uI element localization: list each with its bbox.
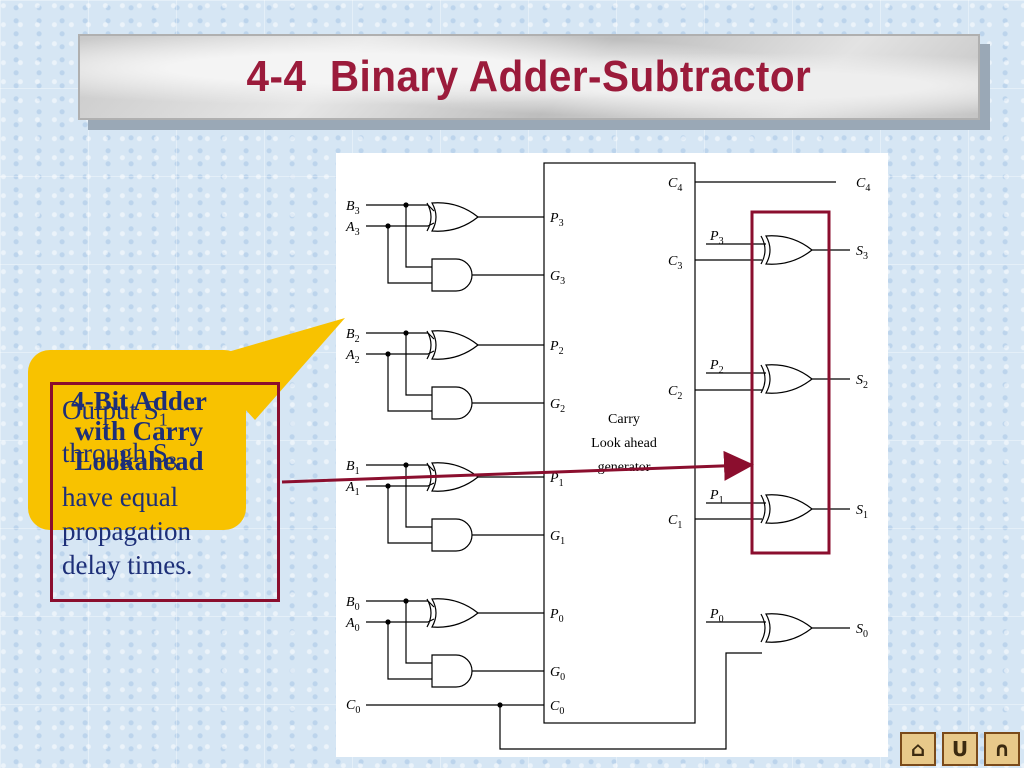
stage-a-branch xyxy=(387,354,432,412)
note-line-4: propagation xyxy=(62,515,191,546)
sum-p-label: P2 xyxy=(709,358,724,376)
c0-port-label: C0 xyxy=(550,699,564,717)
stage-a-branch xyxy=(387,622,432,680)
stage-b-branch xyxy=(405,465,432,528)
title-banner: 4-4 Binary Adder-Subtractor xyxy=(78,34,980,120)
g-port-label: G3 xyxy=(550,269,565,287)
note-line-2: through S xyxy=(62,438,168,469)
stage-a-label: A2 xyxy=(345,348,360,366)
note-line-1: Output S xyxy=(62,395,159,425)
sum-output-label: S1 xyxy=(856,503,868,521)
u-turn-back-icon: U xyxy=(951,737,969,761)
carry-output-label: C1 xyxy=(668,513,682,531)
callout-text: 4-Bit Adder with Carry Lookahead xyxy=(71,386,207,476)
carry-lookahead-block xyxy=(543,162,696,724)
callout-bubble xyxy=(28,350,246,530)
g-port-label: G1 xyxy=(550,529,565,547)
stage-a-label: A1 xyxy=(345,480,360,498)
sum-xor-gate xyxy=(765,364,813,394)
p-port-label: P2 xyxy=(549,339,564,357)
sum-p-label: P0 xyxy=(709,607,724,625)
nav-forward-button[interactable]: ∩ xyxy=(984,732,1020,766)
stage-a-label: A3 xyxy=(345,220,360,238)
stage-a-branch xyxy=(387,226,432,284)
stage-a-branch xyxy=(387,486,432,544)
xor-gate-input-arc xyxy=(426,202,432,232)
stage-b-junction xyxy=(403,330,409,336)
and-gate xyxy=(431,386,473,420)
stage-b-label: B1 xyxy=(346,459,360,477)
and-gate xyxy=(431,258,473,292)
sum-p-label: P3 xyxy=(709,229,724,247)
stage-b-branch xyxy=(405,333,432,396)
xor-gate-input-arc xyxy=(426,598,432,628)
sum-p-label: P1 xyxy=(709,488,724,506)
block-label-line: generator xyxy=(598,460,651,475)
g-port-label: G0 xyxy=(550,665,565,683)
stage-b-label: B3 xyxy=(346,199,360,217)
g-port-label: G2 xyxy=(550,397,565,415)
c0-input-label: C0 xyxy=(346,698,360,716)
nav-home-button[interactable]: ⌂ xyxy=(900,732,936,766)
sum-xor-gate xyxy=(765,494,813,524)
carry-output-label: C4 xyxy=(668,176,682,194)
note-line-5: delay times. xyxy=(62,549,193,580)
c0-to-sum-wire xyxy=(499,652,762,750)
carry-output-label: C3 xyxy=(668,254,682,272)
note-text: Output S1 through S3 have equal propagat… xyxy=(62,393,272,582)
xor-gate xyxy=(431,598,479,628)
sum-xor-gate-input-arc xyxy=(760,364,766,394)
slide-title: 4-4 Binary Adder-Subtractor xyxy=(246,52,812,101)
note-line-3: have equal xyxy=(62,481,179,512)
sum-xor-gate xyxy=(765,613,813,643)
note-frame xyxy=(50,382,280,602)
note-line-1-sub: 1 xyxy=(158,409,168,430)
xor-gate xyxy=(431,202,479,232)
stage-b-label: B2 xyxy=(346,327,360,345)
u-turn-forward-icon: ∩ xyxy=(993,737,1011,761)
sum-output-label: S2 xyxy=(856,373,868,391)
block-label-line: Look ahead xyxy=(591,436,657,451)
stage-b-branch xyxy=(405,601,432,664)
stage-a-junction xyxy=(385,351,391,357)
c4-output-label: C4 xyxy=(856,176,870,194)
xor-gate xyxy=(431,330,479,360)
sum-output-label: S3 xyxy=(856,244,868,262)
stage-b-label: B0 xyxy=(346,595,360,613)
note-line-2-sub: 3 xyxy=(167,452,177,473)
sum-output-label: S0 xyxy=(856,622,868,640)
stage-b-branch xyxy=(405,205,432,268)
and-gate xyxy=(431,518,473,552)
p-port-label: P3 xyxy=(549,211,564,229)
xor-gate-input-arc xyxy=(426,330,432,360)
p-port-label: P0 xyxy=(549,607,564,625)
carry-output-label: C2 xyxy=(668,384,682,402)
sum-xor-gate-input-arc xyxy=(760,613,766,643)
nav-back-button[interactable]: U xyxy=(942,732,978,766)
xor-gate xyxy=(431,462,479,492)
home-icon: ⌂ xyxy=(910,737,926,761)
and-gate xyxy=(431,654,473,688)
stage-a-label: A0 xyxy=(345,616,360,634)
block-label-line: Carry xyxy=(608,412,640,427)
sum-xor-gate xyxy=(765,235,813,265)
